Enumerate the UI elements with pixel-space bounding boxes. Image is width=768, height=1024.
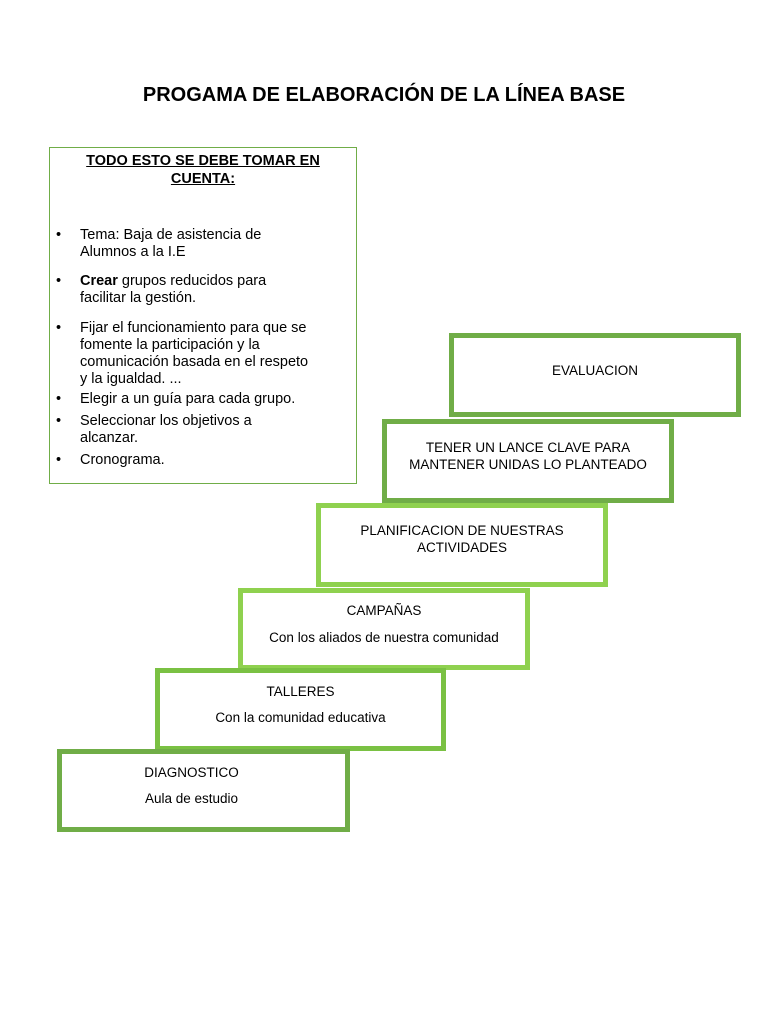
step-title: EVALUACION xyxy=(551,363,639,378)
bullet-line: Cronograma. xyxy=(80,452,165,468)
step-label: TALLERES xyxy=(160,683,441,700)
step-title: TALLERES xyxy=(266,684,335,699)
bullet-line: Fijar el funcionamiento para que se xyxy=(80,320,307,336)
bullet-line: facilitar la gestión. xyxy=(80,290,197,306)
step-description: Con la comunidad educativa xyxy=(215,710,386,725)
bullet-line: y la igualdad. ... xyxy=(80,371,182,387)
step-planificacion: PLANIFICACION DE NUESTRAS ACTIVIDADES xyxy=(316,503,608,587)
step-diagnostico: DIAGNOSTICO Aula de estudio xyxy=(57,749,350,832)
bullet-elegir: Elegir a un guía para cada grupo. xyxy=(56,391,340,408)
bullet-fijar: Fijar el funcionamiento para que se fome… xyxy=(56,320,340,388)
step-title: PLANIFICACION DE NUESTRAS xyxy=(360,523,564,538)
step-title: DIAGNOSTICO xyxy=(144,765,239,780)
bullet-line: comunicación basada en el respeto xyxy=(80,354,309,370)
step-label: PLANIFICACION DE NUESTRAS ACTIVIDADES xyxy=(321,522,603,556)
bullet-line: fomente la participación y la xyxy=(80,337,260,353)
step-label: EVALUACION xyxy=(454,362,736,379)
step-title: CAMPAÑAS xyxy=(346,603,422,618)
considerations-heading: TODO ESTO SE DEBE TOMAR EN CUENTA: xyxy=(50,152,356,188)
step-subtitle: Aula de estudio xyxy=(50,790,333,807)
step-description: Con los aliados de nuestra comunidad xyxy=(269,630,499,645)
step-label: CAMPAÑAS xyxy=(243,602,525,619)
step-subtitle: Con los aliados de nuestra comunidad xyxy=(243,629,525,646)
step-title-cont: MANTENER UNIDAS LO PLANTEADO xyxy=(409,457,647,472)
bullet-line: Elegir a un guía para cada grupo. xyxy=(80,391,296,407)
bullet-seleccionar: Seleccionar los objetivos a alcanzar. xyxy=(56,413,340,447)
step-title: TENER UN LANCE CLAVE PARA xyxy=(425,440,631,455)
bullet-tema: Tema: Baja de asistencia de Alumnos a la… xyxy=(56,227,340,261)
bullet-line: alcanzar. xyxy=(80,430,139,446)
step-label: TENER UN LANCE CLAVE PARA MANTENER UNIDA… xyxy=(387,439,669,473)
bullet-text: grupos reducidos para xyxy=(117,273,267,289)
bullet-bold-word: Crear xyxy=(80,273,118,289)
step-description: Aula de estudio xyxy=(144,791,239,806)
bullet-line: Seleccionar los objetivos a xyxy=(80,413,252,429)
heading-line-2: CUENTA: xyxy=(170,171,236,187)
step-title-cont: ACTIVIDADES xyxy=(416,540,508,555)
step-label: DIAGNOSTICO xyxy=(50,764,333,781)
step-campanas: CAMPAÑAS Con los aliados de nuestra comu… xyxy=(238,588,530,670)
heading-line-1: TODO ESTO SE DEBE TOMAR EN xyxy=(86,153,320,169)
page-title: PROGAMA DE ELABORACIÓN DE LA LÍNEA BASE xyxy=(142,84,626,106)
bullet-cronograma: Cronograma. xyxy=(56,452,340,469)
bullet-crear: Crear grupos reducidos para facilitar la… xyxy=(56,273,340,307)
bullet-line: Crear grupos reducidos para xyxy=(80,273,340,290)
step-evaluacion: EVALUACION xyxy=(449,333,741,417)
bullet-line: Alumnos a la I.E xyxy=(80,244,186,260)
step-talleres: TALLERES Con la comunidad educativa xyxy=(155,668,446,751)
bullet-line: Tema: Baja de asistencia de xyxy=(80,227,262,243)
considerations-box: TODO ESTO SE DEBE TOMAR EN CUENTA: Tema:… xyxy=(49,147,357,484)
step-subtitle: Con la comunidad educativa xyxy=(160,709,441,726)
step-lance-clave: TENER UN LANCE CLAVE PARA MANTENER UNIDA… xyxy=(382,419,674,503)
